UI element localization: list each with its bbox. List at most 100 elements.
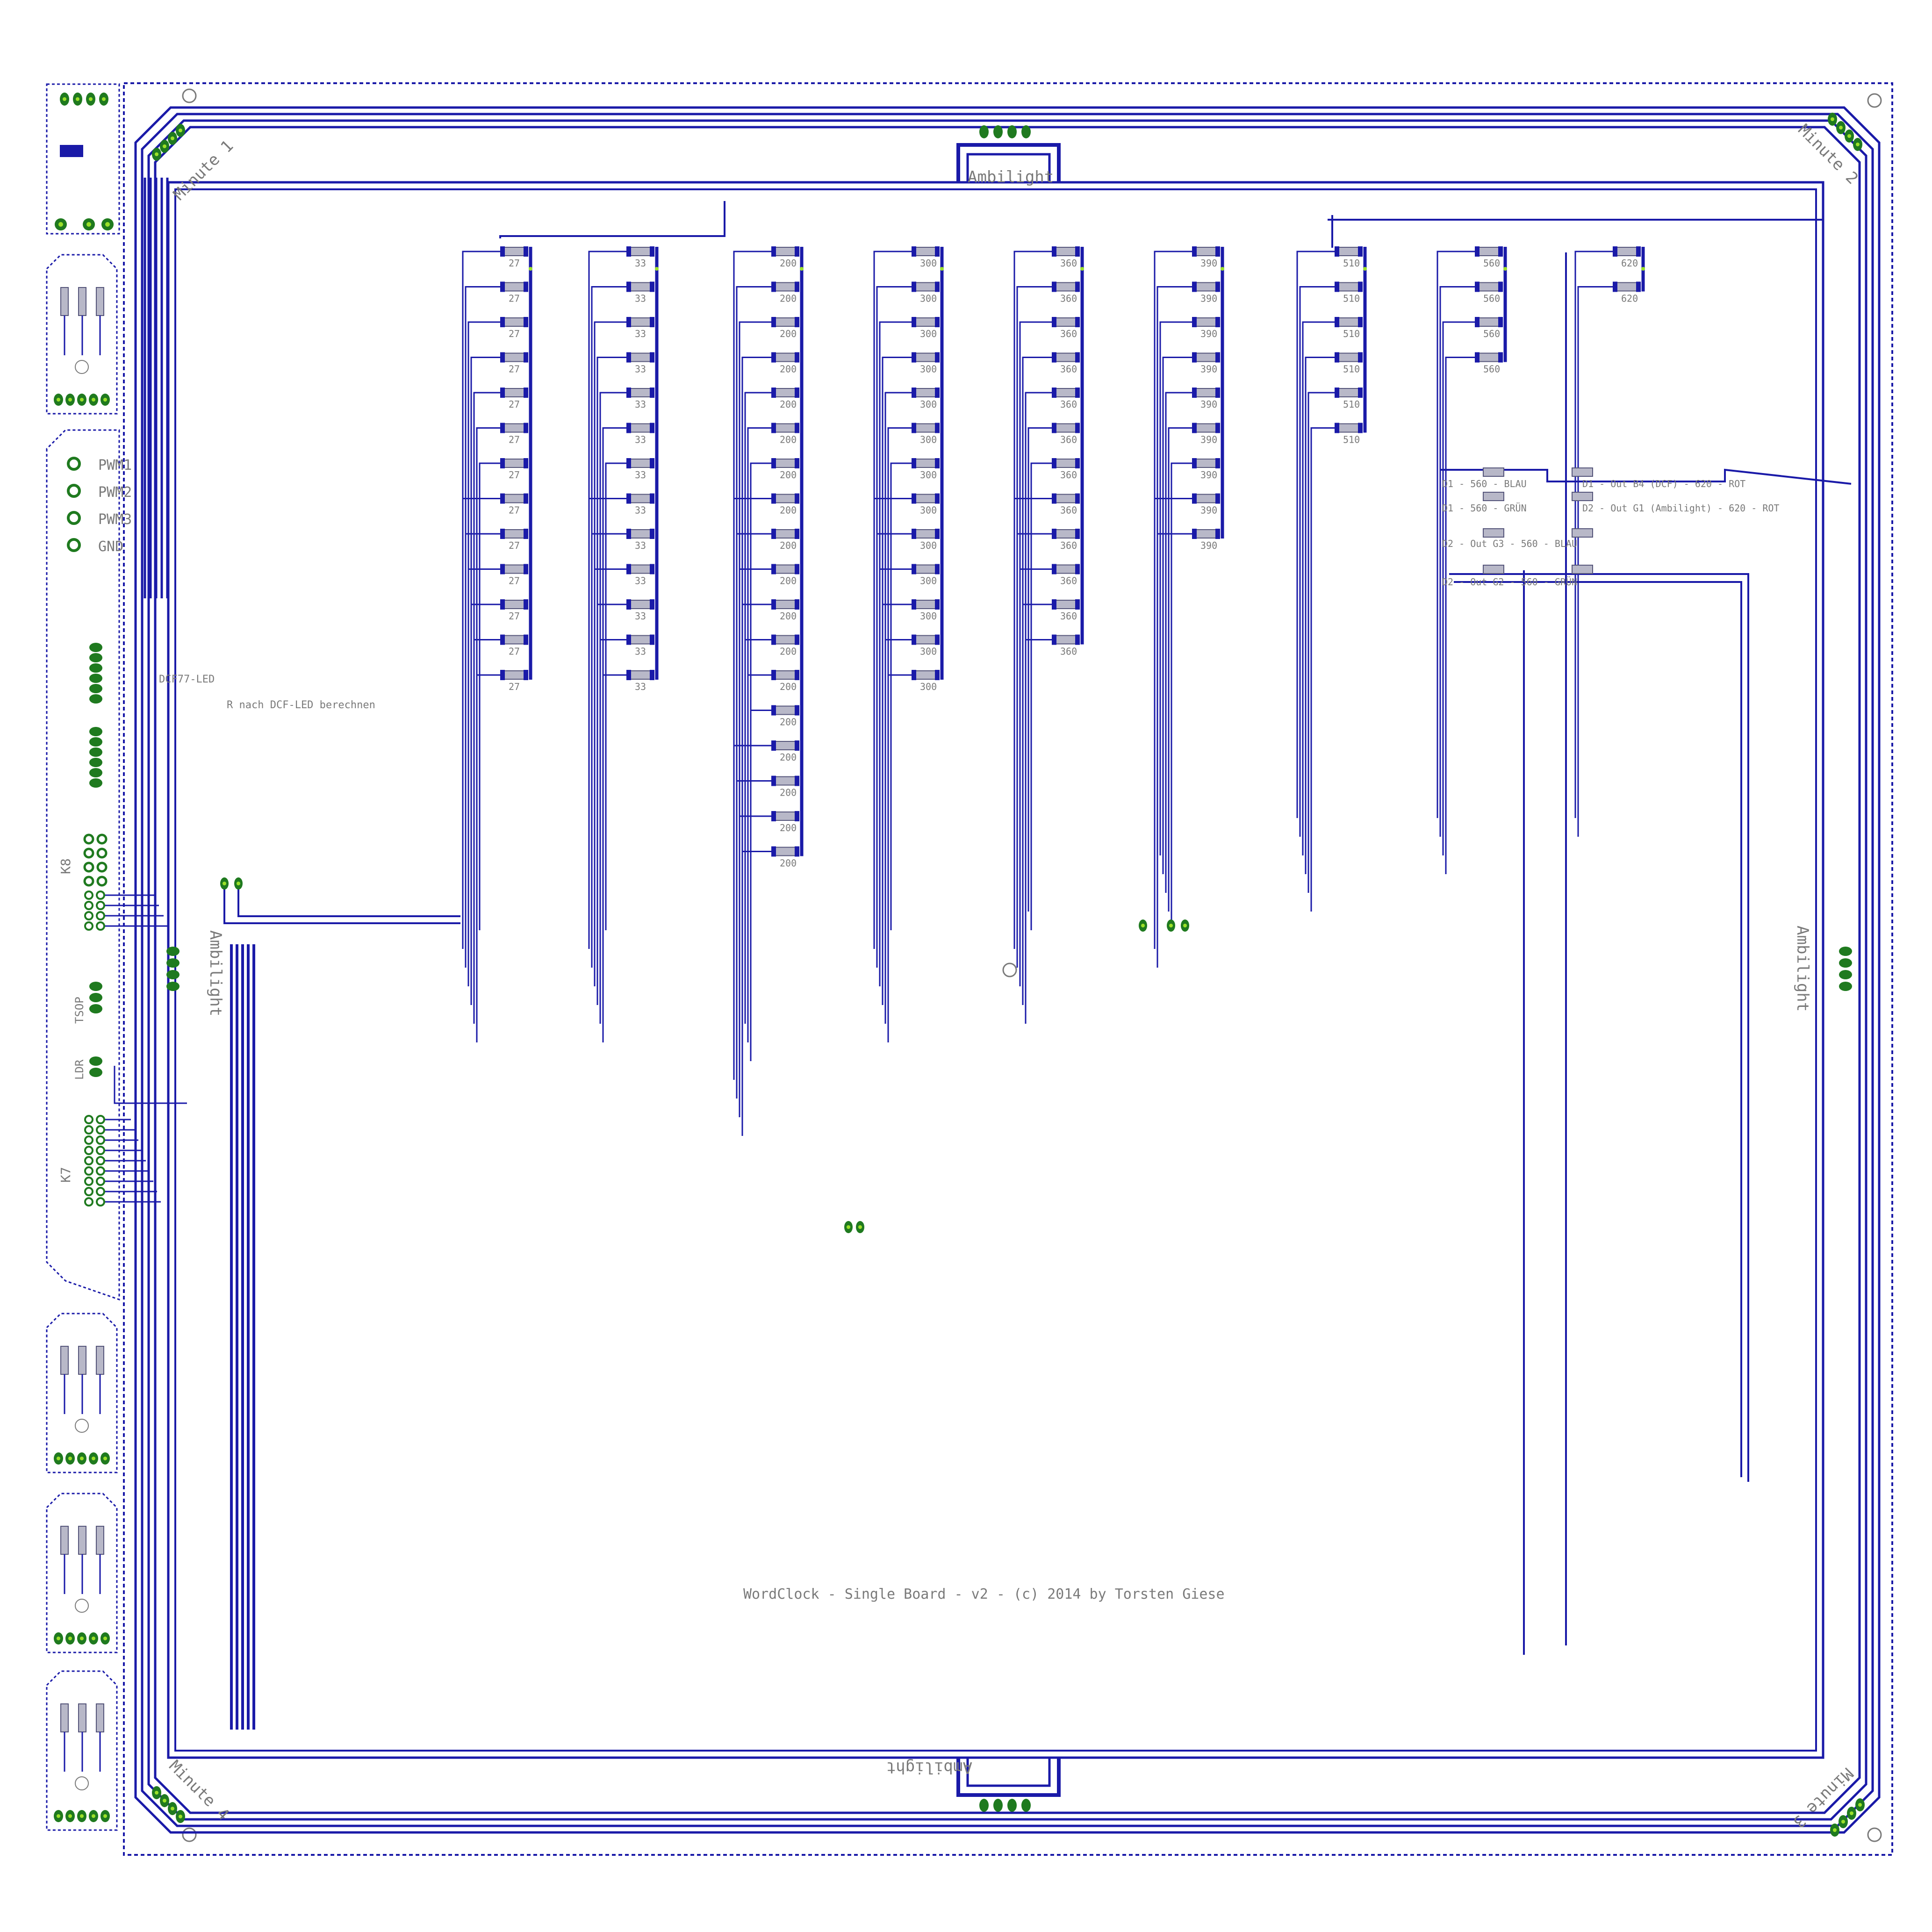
resistor-pad xyxy=(650,423,654,433)
resistor-body xyxy=(915,459,936,468)
resistor-trace xyxy=(1436,251,1475,818)
resistor-pad xyxy=(1052,388,1056,398)
resistor-value-label: 33 xyxy=(635,646,646,657)
resistor-pad xyxy=(1192,529,1197,539)
resistor-trace xyxy=(879,568,912,986)
resistor-value-label: 300 xyxy=(920,364,937,375)
resistor-pad xyxy=(500,493,505,504)
resistor-trace xyxy=(596,603,626,1005)
resistor-pad xyxy=(626,281,631,292)
resistor-body xyxy=(1055,388,1077,397)
resistor-body xyxy=(915,388,936,397)
dcf-module-edge xyxy=(46,83,120,235)
resistor-trace xyxy=(1445,357,1475,874)
resistor-body xyxy=(915,670,936,680)
resistor-pad xyxy=(912,529,916,539)
mount-hole xyxy=(1002,962,1017,977)
resistor-pad xyxy=(935,634,940,645)
resistor-body xyxy=(915,247,936,256)
resistor-pad xyxy=(1215,352,1220,363)
module-pad-hole xyxy=(80,1814,84,1818)
resistor-body xyxy=(503,282,525,292)
resistor-pad xyxy=(1335,352,1339,363)
resistor-pad xyxy=(1475,246,1480,257)
side-modules xyxy=(46,145,118,1831)
resistor-pad xyxy=(912,388,916,398)
resistor-body xyxy=(1478,317,1500,327)
resistor-value-label: 510 xyxy=(1343,258,1360,269)
resistor-pad xyxy=(1052,352,1056,363)
resistor-pad xyxy=(795,846,799,857)
resistor-value-label: 27 xyxy=(509,328,520,339)
resistor-value-label: 360 xyxy=(1060,540,1077,551)
resistor-value-label: 200 xyxy=(780,434,797,445)
ambilight-bottom-pad xyxy=(1021,1799,1031,1812)
resistor-body xyxy=(1195,317,1217,327)
ldr-pad xyxy=(89,1068,102,1077)
resistor-pad xyxy=(912,599,916,610)
resistor-trace xyxy=(1016,533,1052,968)
resistor-trace xyxy=(470,603,500,1005)
resistor-body xyxy=(503,352,525,362)
resistor-pad xyxy=(524,634,528,645)
resistor-pad xyxy=(650,564,654,575)
corner-pad-br-hole xyxy=(1858,1803,1862,1807)
resistor-pad xyxy=(626,634,631,645)
resistor-value-label: 33 xyxy=(635,505,646,516)
resistor-trace xyxy=(479,462,500,930)
k8-pad xyxy=(96,891,105,900)
tsop-pad xyxy=(89,993,102,1002)
resistor-value-label: 620 xyxy=(1621,293,1638,304)
led-note-6: D2 - Out G1 (Ambilight) - 620 - ROT xyxy=(1582,503,1779,514)
resistor-pad xyxy=(771,281,776,292)
k8-pad xyxy=(96,833,108,845)
inner-ring-trace xyxy=(174,188,1817,1752)
resistor-value-label: 560 xyxy=(1483,328,1500,339)
resistor-value-label: 33 xyxy=(635,610,646,622)
dcf-pad-hole xyxy=(58,222,63,227)
resistor-value-label: 300 xyxy=(920,505,937,516)
resistor-pad xyxy=(626,493,631,504)
resistor-body xyxy=(503,423,525,433)
resistor-pad xyxy=(1052,634,1056,645)
misc-pad-hole xyxy=(1141,924,1145,927)
resistor-value-label: 200 xyxy=(780,681,797,692)
via xyxy=(655,267,659,271)
resistor-pad xyxy=(500,281,505,292)
resistor-pad xyxy=(524,388,528,398)
resistor-body xyxy=(630,247,651,256)
resistor-pad xyxy=(1613,281,1617,292)
resistor-pad xyxy=(650,352,654,363)
module-pad-hole xyxy=(103,1637,107,1640)
resistor-trace xyxy=(884,639,912,1024)
resistor-value-label: 390 xyxy=(1200,469,1217,481)
credit-text: WordClock - Single Board - v2 - (c) 2014… xyxy=(743,1586,1225,1602)
ambilight-right-label: Ambilight xyxy=(1793,926,1812,1012)
resistor-pad xyxy=(1052,493,1056,504)
k8-pad xyxy=(84,891,93,900)
resistor-pad xyxy=(1335,281,1339,292)
resistor-value-label: 300 xyxy=(920,293,937,304)
resistor-trace xyxy=(890,462,912,930)
resistor-body xyxy=(503,529,525,539)
resistor-value-label: 27 xyxy=(509,646,520,657)
led-resistor xyxy=(1483,565,1504,574)
resistor-pad xyxy=(626,458,631,468)
resistor-trace xyxy=(1302,321,1335,855)
resistor-trace xyxy=(1159,321,1192,855)
resistor-value-label: 200 xyxy=(780,575,797,587)
resistor-body xyxy=(1338,423,1359,433)
module-pad-hole xyxy=(68,1637,72,1640)
corner-pad-tr-hole xyxy=(1856,143,1860,146)
led-resistor xyxy=(1483,492,1504,501)
k7-pad xyxy=(96,1156,105,1165)
resistor-value-label: 33 xyxy=(635,258,646,269)
header-pad xyxy=(89,674,102,683)
resistor-body xyxy=(630,459,651,468)
resistor-pad xyxy=(1358,281,1363,292)
resistor-pad xyxy=(650,634,654,645)
resistor-trace xyxy=(1307,392,1335,893)
module-resistor xyxy=(60,1346,69,1375)
ambilight-top-pad xyxy=(1021,125,1031,138)
resistor-value-label: 390 xyxy=(1200,505,1217,516)
